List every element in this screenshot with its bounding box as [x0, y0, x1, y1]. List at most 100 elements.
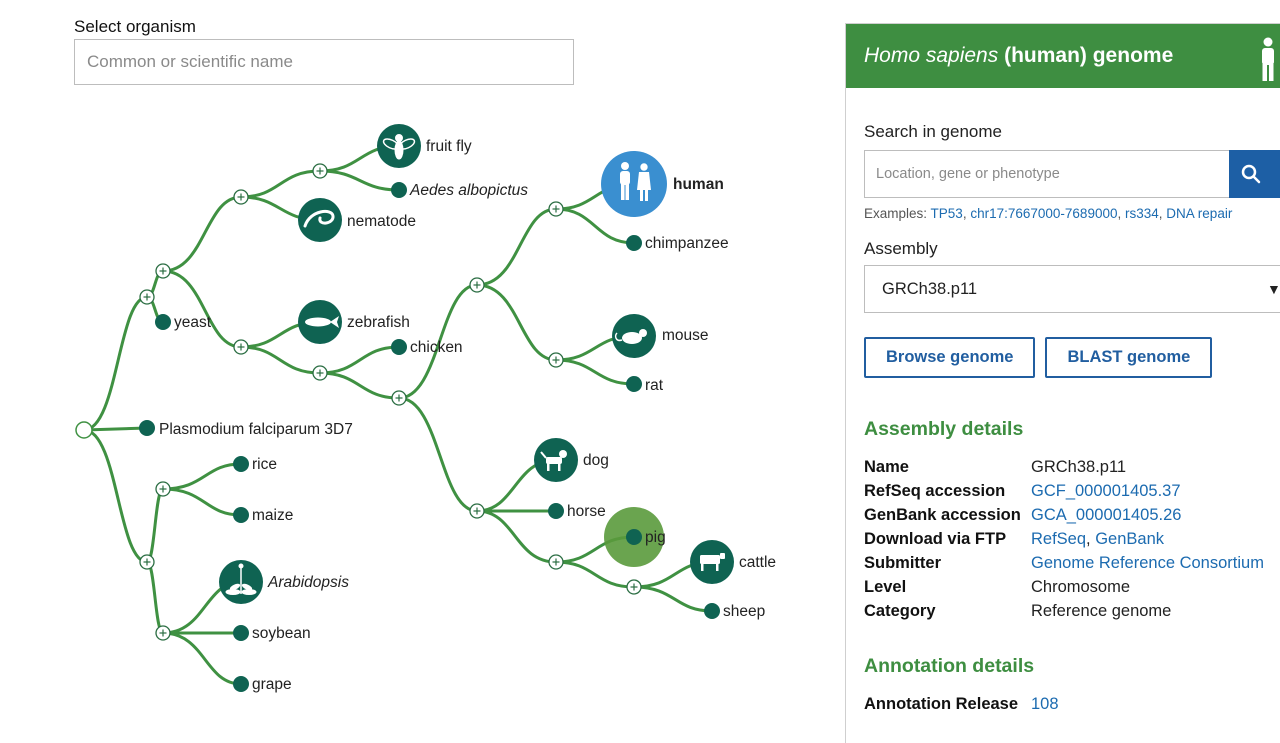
detail-row: GenBank accession GCA_000001405.26 — [864, 503, 1280, 527]
expand-node[interactable] — [548, 352, 564, 368]
expand-node[interactable] — [155, 625, 171, 641]
human-icon — [620, 162, 651, 201]
detail-key: Category — [864, 601, 936, 620]
leaf-soybean[interactable]: soybean — [233, 625, 311, 642]
ftp-refseq-link[interactable]: RefSeq — [1031, 529, 1087, 548]
expand-node[interactable] — [312, 163, 328, 179]
expand-node[interactable] — [626, 579, 642, 595]
leaf-label: Plasmodium falciparum 3D7 — [159, 421, 353, 438]
fly-icon — [382, 134, 416, 160]
leaf-label: mouse — [662, 327, 709, 344]
example-link[interactable]: TP53 — [930, 206, 963, 221]
leaf-nematode[interactable]: nematode — [298, 198, 416, 242]
expand-node[interactable] — [469, 277, 485, 293]
expand-node[interactable] — [548, 201, 564, 217]
worm-icon — [303, 209, 335, 228]
leaf-label: chimpanzee — [645, 235, 729, 252]
detail-row: Annotation Release 108 — [864, 692, 1280, 716]
assembly-selected-value: GRCh38.p11 — [882, 279, 978, 298]
detail-key: Annotation Release — [864, 694, 1019, 713]
leaf-dog[interactable]: dog — [534, 438, 609, 482]
leaf-chimpanzee[interactable]: chimpanzee — [626, 235, 729, 252]
detail-row: RefSeq accession GCF_000001405.37 — [864, 479, 1280, 503]
detail-row: Category Reference genome — [864, 599, 1280, 623]
examples-prefix: Examples: — [864, 206, 928, 221]
detail-value: Reference genome — [1031, 601, 1172, 620]
tree-root-node[interactable] — [75, 421, 93, 439]
expand-node[interactable] — [548, 554, 564, 570]
detail-key: RefSeq accession — [864, 481, 1006, 500]
example-link[interactable]: chr17:7667000-7689000 — [970, 206, 1118, 221]
detail-key: Name — [864, 457, 909, 476]
expand-node[interactable] — [155, 263, 171, 279]
detail-row: Download via FTP RefSeq, GenBank — [864, 529, 1165, 548]
leaf-label: human — [673, 176, 724, 193]
panel-header: Homo sapiens (human) genome — [846, 24, 1280, 88]
leaf-label: chicken — [410, 339, 463, 356]
annotation-release-link[interactable]: 108 — [1031, 694, 1059, 713]
leaf-human[interactable]: human — [601, 151, 724, 217]
expand-node[interactable] — [155, 481, 171, 497]
leaf-rice[interactable]: rice — [233, 456, 277, 473]
leaf-pig[interactable]: pig — [604, 507, 666, 567]
leaf-zebrafish[interactable]: zebrafish — [298, 300, 410, 344]
leaf-grape[interactable]: grape — [233, 676, 292, 693]
browse-genome-button[interactable]: Browse genome — [864, 337, 1036, 378]
expand-node[interactable] — [139, 289, 155, 305]
submitter-link[interactable]: Genome Reference Consortium — [1031, 553, 1264, 572]
expand-node[interactable] — [233, 189, 249, 205]
detail-key: GenBank accession — [864, 505, 1021, 524]
leaf-fruit-fly[interactable]: fruit fly — [377, 124, 472, 168]
leaf-label: nematode — [347, 213, 416, 230]
detail-key: Download via FTP — [864, 529, 1007, 548]
leaf-arabidopsis[interactable]: Arabidopsis — [219, 560, 349, 604]
detail-row: Level Chromosome — [864, 575, 1280, 599]
annotation-details-table: Annotation Release 108 — [864, 692, 1280, 716]
search-icon — [1241, 164, 1261, 184]
dog-icon — [540, 450, 567, 471]
genbank-accession-link[interactable]: GCA_000001405.26 — [1031, 505, 1182, 524]
assembly-details-title: Assembly details — [864, 418, 1024, 440]
assembly-label: Assembly — [864, 239, 938, 258]
leaf-sheep[interactable]: sheep — [704, 603, 765, 620]
expand-node[interactable] — [312, 365, 328, 381]
detail-row: Name GRCh38.p11 — [864, 455, 1280, 479]
example-link[interactable]: rs334 — [1125, 206, 1159, 221]
fish-icon — [305, 316, 339, 328]
search-examples: Examples: TP53, chr17:7667000-7689000, r… — [864, 206, 1233, 221]
genome-search-input[interactable] — [864, 150, 1229, 198]
expand-node[interactable] — [139, 554, 155, 570]
leaf-label: grape — [252, 676, 292, 693]
expand-node[interactable] — [233, 339, 249, 355]
chevron-down-icon: ▼ — [1267, 281, 1280, 297]
leaf-label: rice — [252, 456, 277, 473]
expand-node[interactable] — [391, 390, 407, 406]
search-button[interactable] — [1228, 150, 1280, 198]
leaf-label: soybean — [252, 625, 311, 642]
leaf-rat[interactable]: rat — [626, 376, 664, 394]
leaf-yeast[interactable]: yeast — [155, 314, 212, 331]
blast-genome-button[interactable]: BLAST genome — [1045, 337, 1213, 378]
annotation-details-title: Annotation details — [864, 655, 1035, 677]
leaf-plasmodium[interactable]: Plasmodium falciparum 3D7 — [139, 420, 353, 438]
leaf-maize[interactable]: maize — [233, 507, 293, 524]
leaf-aedes-albopictus[interactable]: Aedes albopictus — [391, 182, 528, 199]
organism-search-input[interactable] — [74, 39, 574, 85]
human-figure-icon — [1262, 37, 1274, 81]
leaf-label: dog — [583, 452, 609, 469]
organism-select-label: Select organism — [74, 17, 196, 36]
leaf-horse[interactable]: horse — [548, 503, 606, 520]
ftp-genbank-link[interactable]: GenBank — [1095, 529, 1165, 548]
leaf-label: Aedes albopictus — [409, 182, 528, 199]
detail-value: GRCh38.p11 — [1031, 457, 1127, 476]
leaf-label: rat — [645, 377, 664, 394]
leaf-mouse[interactable]: mouse — [612, 314, 709, 358]
refseq-accession-link[interactable]: GCF_000001405.37 — [1031, 481, 1181, 500]
cow-icon — [700, 553, 725, 571]
assembly-select[interactable]: GRCh38.p11 ▼ — [864, 265, 1280, 313]
detail-key: Level — [864, 577, 907, 596]
expand-node[interactable] — [469, 503, 485, 519]
example-link[interactable]: DNA repair — [1166, 206, 1233, 221]
leaf-cattle[interactable]: cattle — [690, 540, 776, 584]
leaf-chicken[interactable]: chicken — [391, 339, 463, 356]
